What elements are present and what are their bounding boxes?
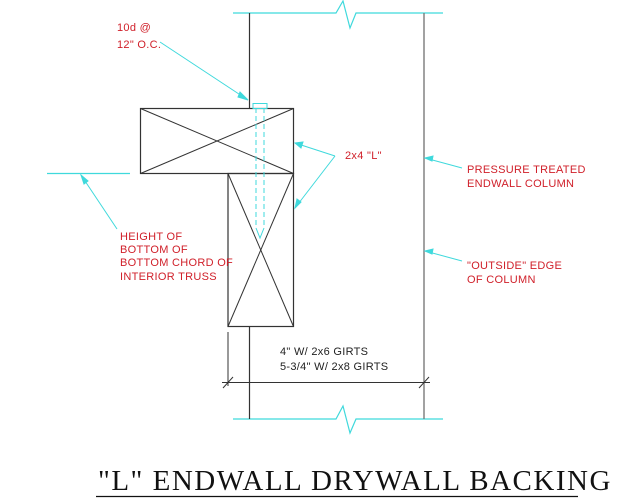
edge-label-1: "OUTSIDE" EDGE	[467, 260, 562, 272]
column-label-2: ENDWALL COLUMN	[467, 178, 574, 190]
vertical-2x4-member	[227, 172, 295, 328]
dimension-label-1: 4" W/ 2x6 GIRTS	[280, 346, 368, 358]
truss-label-1: HEIGHT OF	[120, 231, 182, 243]
leader-lines	[79, 41, 463, 262]
nail-spec-label: 10d @	[117, 22, 151, 34]
column-label-1: PRESSURE TREATED	[467, 164, 586, 176]
dimension-label-2: 5-3/4" W/ 2x8 GIRTS	[280, 361, 388, 373]
drawing-title: "L" ENDWALL DRYWALL BACKING	[98, 465, 612, 497]
top-break-line	[233, 0, 443, 30]
dimension-line	[222, 332, 430, 389]
bottom-break-line	[233, 404, 443, 435]
edge-label-2: OF COLUMN	[467, 274, 536, 286]
nail-icon	[252, 103, 268, 240]
nail-spacing-label: 12" O.C.	[117, 39, 161, 51]
truss-label-4: INTERIOR TRUSS	[120, 271, 217, 283]
truss-label-2: BOTTOM OF	[120, 244, 188, 256]
member-label: 2x4 "L"	[345, 150, 382, 162]
truss-label-3: BOTTOM CHORD OF	[120, 257, 233, 269]
horizontal-2x4-member	[139, 107, 295, 175]
